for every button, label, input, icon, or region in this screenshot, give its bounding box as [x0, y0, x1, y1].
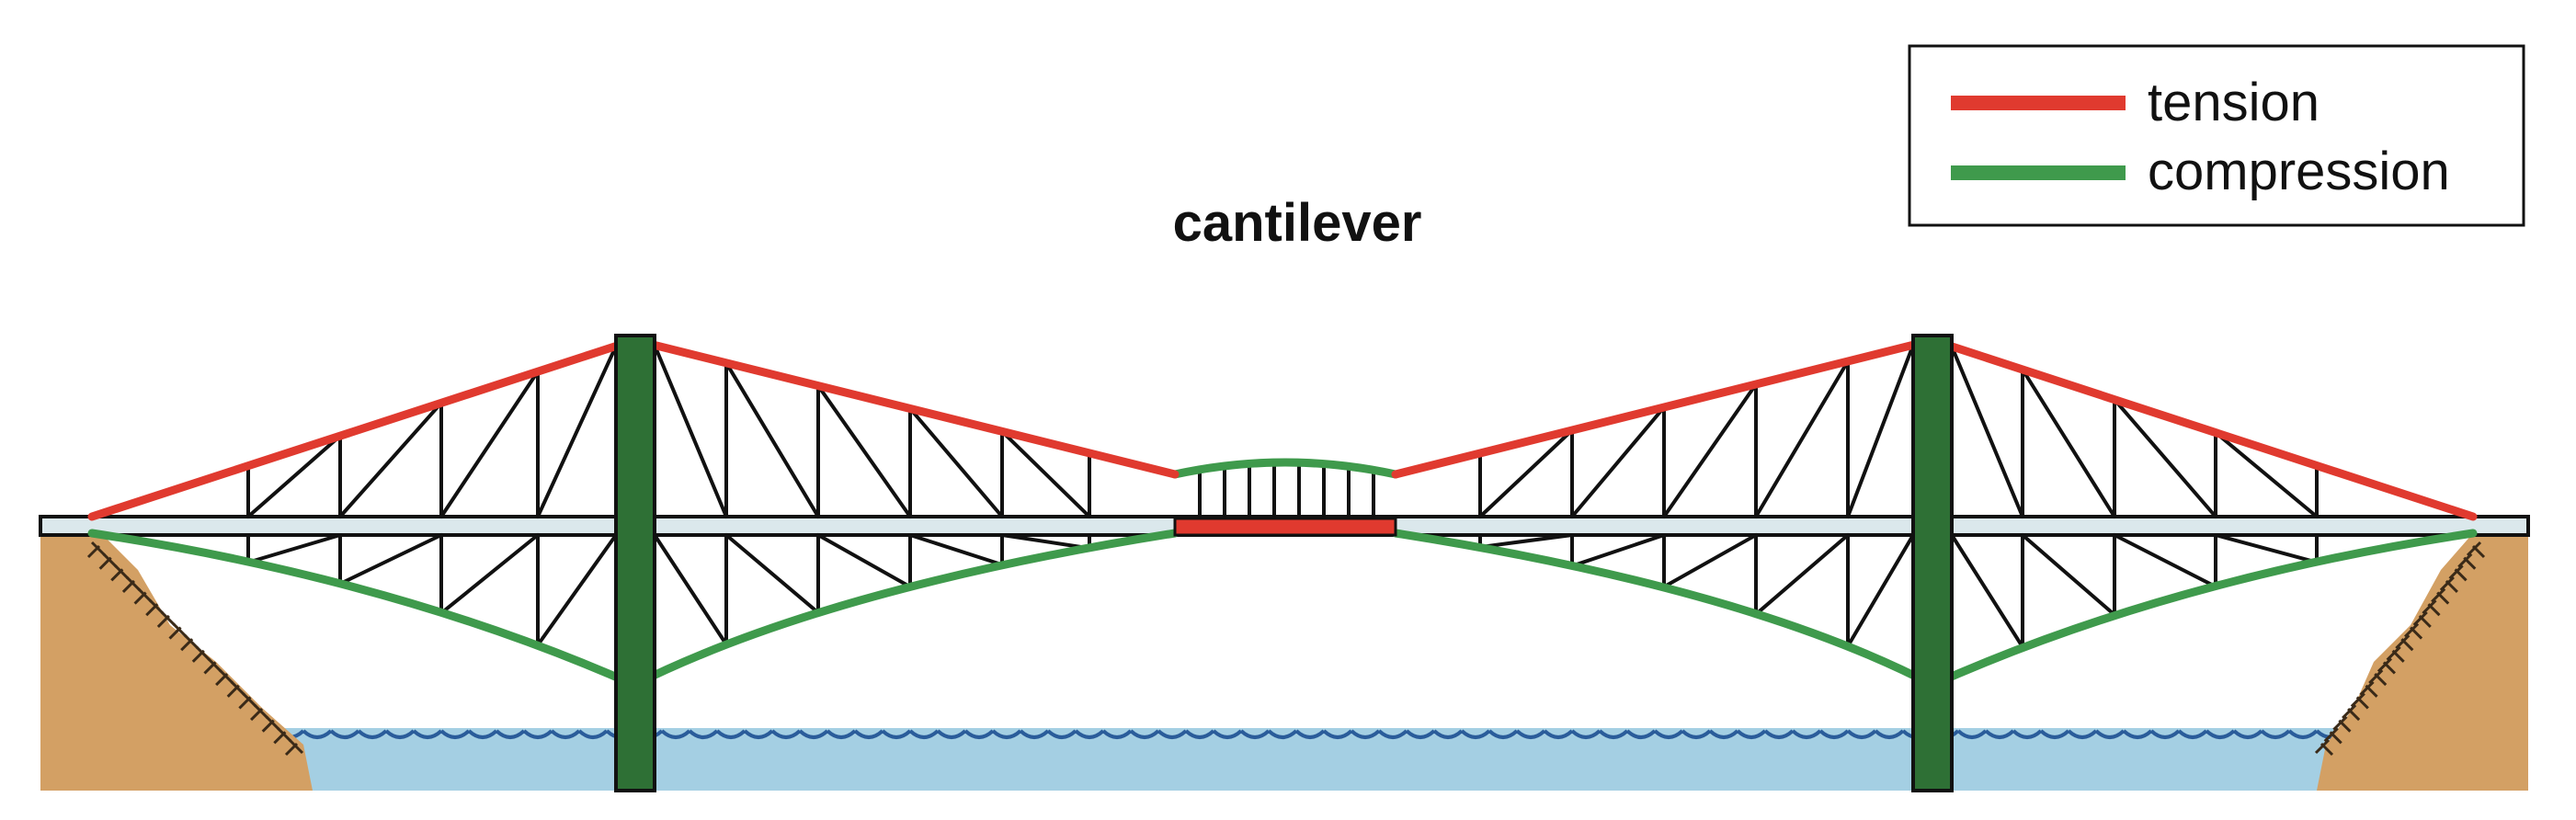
- suspended-span-top-chord: [1170, 458, 1400, 479]
- cliff-hatch-mark: [2374, 673, 2388, 687]
- truss-member: [2021, 533, 2116, 617]
- truss-member: [536, 533, 618, 647]
- left-cliff: [40, 533, 313, 791]
- truss-member: [246, 533, 342, 564]
- legend-label-compression: compression: [2148, 142, 2450, 201]
- cliff-hatch-mark: [86, 544, 101, 559]
- truss-member: [439, 370, 540, 518]
- legend-label-tension: tension: [2148, 73, 2320, 132]
- cliff-hatch-mark: [2427, 603, 2441, 617]
- truss-member: [908, 406, 1004, 518]
- truss-member: [1846, 343, 1915, 518]
- tension-chord-right-outer: [1928, 336, 2478, 521]
- truss-member: [653, 533, 728, 646]
- truss-member: [1570, 533, 1666, 568]
- truss-member: [2021, 368, 2116, 518]
- cliff-hatch-mark: [2338, 719, 2352, 733]
- tension-members: [87, 336, 2478, 521]
- cliff-hatch-mark: [238, 696, 252, 710]
- cliff-hatch-mark: [2355, 696, 2369, 710]
- cliff-hatch-mark: [2329, 731, 2342, 745]
- diagram-title: cantilever: [1173, 193, 1422, 253]
- truss-member: [2113, 533, 2217, 589]
- compression-members: [87, 458, 2478, 689]
- compression-arch-right-outer: [1928, 529, 2478, 689]
- truss-member: [724, 360, 820, 518]
- legend-box: [1908, 44, 2525, 227]
- cliff-hatch-mark: [2365, 684, 2378, 698]
- truss-member: [908, 533, 1004, 567]
- truss-member: [653, 343, 728, 518]
- truss-member: [1000, 533, 1091, 551]
- truss-member: [1754, 359, 1850, 518]
- cliff-hatch-mark: [98, 556, 112, 570]
- suspended-span-tension-chord: [1173, 517, 1397, 537]
- truss-member: [1950, 533, 2024, 649]
- tension-chord-left-outer: [87, 336, 639, 521]
- cliff-hatch-mark: [2445, 579, 2458, 594]
- truss-member: [816, 383, 912, 518]
- cliff-hatch-mark: [156, 614, 170, 628]
- truss-member: [338, 401, 443, 518]
- truss-member: [2113, 397, 2217, 518]
- cliff-hatch-mark: [273, 731, 287, 745]
- cliff-hatch-mark: [2418, 614, 2432, 628]
- cliff-hatch-mark: [2347, 707, 2361, 722]
- compression-arch-left-outer: [87, 529, 639, 689]
- tower-left: [614, 334, 656, 792]
- cliff-hatch-mark: [2391, 649, 2405, 663]
- truss-member: [1754, 533, 1850, 617]
- cliff-hatch-mark: [284, 742, 299, 757]
- tension-chord-left-inner: [630, 336, 1180, 479]
- truss-member: [1478, 428, 1574, 518]
- cliff-hatch-mark: [2400, 638, 2414, 652]
- truss-member: [816, 533, 912, 589]
- legend: tension compression: [1908, 44, 2525, 227]
- truss-member: [1662, 533, 1758, 589]
- truss-member: [1950, 344, 2024, 518]
- cliff-hatch-mark: [2409, 626, 2423, 640]
- cliff-hatch-mark: [2320, 742, 2334, 757]
- compression-arch-right-inner: [1391, 529, 1937, 689]
- truss-member: [536, 344, 618, 518]
- truss-member: [724, 533, 820, 615]
- truss-member: [2214, 533, 2319, 564]
- truss-member: [439, 533, 540, 615]
- truss-member: [2214, 430, 2319, 518]
- cliff-hatch-mark: [145, 603, 159, 617]
- cliff-hatch-mark: [2436, 591, 2450, 605]
- cliff-hatch-mark: [249, 707, 264, 722]
- truss-member: [1846, 533, 1915, 648]
- tower-right: [1911, 334, 1954, 792]
- cliff-hatch-mark: [226, 684, 240, 698]
- truss-member: [246, 434, 342, 518]
- cliff-hatch-mark: [180, 638, 194, 652]
- truss-member: [338, 533, 443, 587]
- cliff-hatch-mark: [203, 661, 217, 675]
- cliff-hatch-mark: [191, 649, 205, 663]
- right-cliff: [2314, 533, 2528, 791]
- cliff-hatch-mark: [121, 579, 136, 594]
- truss-member: [1478, 533, 1574, 550]
- cliff-hatch-mark: [2454, 568, 2468, 582]
- truss-member: [1570, 405, 1666, 518]
- cliff-hatch-mark: [215, 673, 229, 687]
- tension-chord-right-inner: [1391, 336, 1937, 479]
- cliff-hatch-mark: [261, 719, 275, 733]
- cliff-hatch-mark: [110, 568, 124, 582]
- cliff-hatch-mark: [2382, 661, 2397, 675]
- cliff-hatch-mark: [2471, 544, 2486, 559]
- compression-arch-left-inner: [630, 529, 1180, 689]
- cliff-hatch-mark: [168, 626, 182, 640]
- cliff-hatch-mark: [133, 591, 147, 605]
- truss-members: [246, 343, 2319, 649]
- truss-member: [1662, 382, 1758, 518]
- truss-member: [1000, 429, 1091, 518]
- cliff-hatch-mark: [2463, 556, 2477, 570]
